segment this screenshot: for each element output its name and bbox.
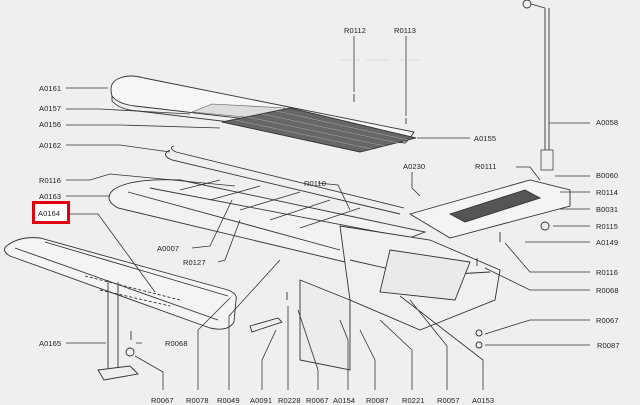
label-A0091[interactable]: A0091 [250,396,273,405]
label-R0228[interactable]: R0228 [278,396,301,405]
label-A0153[interactable]: A0153 [472,396,495,405]
label-R0113[interactable]: R0113 [394,26,417,35]
label-R0087-right[interactable]: R0087 [597,341,620,350]
label-A0230[interactable]: A0230 [403,162,426,171]
label-R0068-right[interactable]: R0068 [596,286,619,295]
label-B0060[interactable]: B0060 [596,171,619,180]
label-A0155[interactable]: A0155 [474,134,497,143]
label-A0156[interactable]: A0156 [39,120,62,129]
highlight-box [32,201,70,224]
label-A0161[interactable]: A0161 [39,84,62,93]
label-R0057[interactable]: R0057 [437,396,460,405]
label-A0165[interactable]: A0165 [39,339,62,348]
label-R0116-right[interactable]: R0116 [596,268,619,277]
label-A0058[interactable]: A0058 [596,118,619,127]
label-A0157[interactable]: A0157 [39,104,62,113]
label-A0163[interactable]: A0163 [39,192,62,201]
label-R0049[interactable]: R0049 [217,396,240,405]
label-R0221[interactable]: R0221 [402,396,425,405]
label-R0068-left[interactable]: R0068 [165,339,188,348]
label-R0087-bottom[interactable]: R0087 [366,396,389,405]
label-R0067-bottom-1[interactable]: R0067 [151,396,174,405]
label-R0114[interactable]: R0114 [596,188,619,197]
label-R0110[interactable]: R0110 [304,179,327,188]
label-A0149[interactable]: A0149 [596,238,619,247]
label-R0067-bottom-2[interactable]: R0067 [306,396,329,405]
label-B0031[interactable]: B0031 [596,205,619,214]
label-R0127[interactable]: R0127 [183,258,206,267]
label-R0111[interactable]: R0111 [475,162,497,171]
label-R0078[interactable]: R0078 [186,396,209,405]
label-R0115[interactable]: R0115 [596,222,619,231]
label-R0067-right[interactable]: R0067 [596,316,619,325]
label-A0162[interactable]: A0162 [39,141,62,150]
label-A0007[interactable]: A0007 [157,244,180,253]
label-R0116-left[interactable]: R0116 [39,176,62,185]
label-A0164[interactable]: A0164 [38,209,61,218]
label-R0112[interactable]: R0112 [344,26,367,35]
label-A0154[interactable]: A0154 [333,396,356,405]
